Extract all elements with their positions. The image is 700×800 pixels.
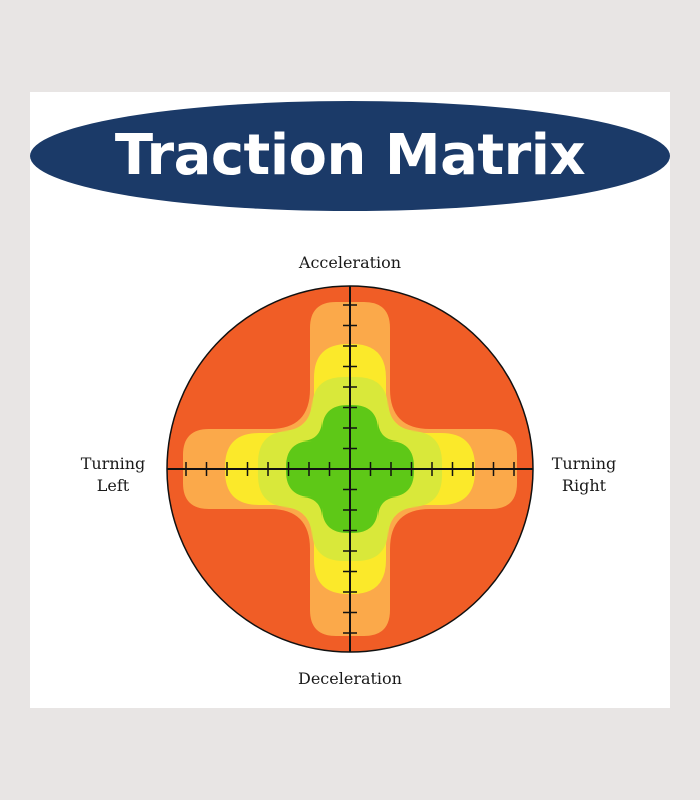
axis-label-turning-left-line2: Left bbox=[96, 476, 130, 495]
axis-label-turning-right-line2: Right bbox=[561, 476, 607, 495]
axis-label-deceleration: Deceleration bbox=[298, 669, 402, 688]
axis-label-turning-right: Turning Right bbox=[534, 453, 634, 497]
axis-label-acceleration: Acceleration bbox=[298, 253, 402, 272]
axis-label-turning-left: Turning Left bbox=[63, 453, 163, 497]
card: Traction Matrix Acceleration Deceleratio… bbox=[30, 92, 670, 708]
axis-label-turning-right-line1: Turning bbox=[551, 454, 617, 473]
axis-label-turning-left-line1: Turning bbox=[80, 454, 146, 473]
traction-diagram bbox=[166, 285, 534, 653]
page-title: Traction Matrix bbox=[114, 122, 586, 188]
title-banner: Traction Matrix bbox=[30, 101, 670, 211]
